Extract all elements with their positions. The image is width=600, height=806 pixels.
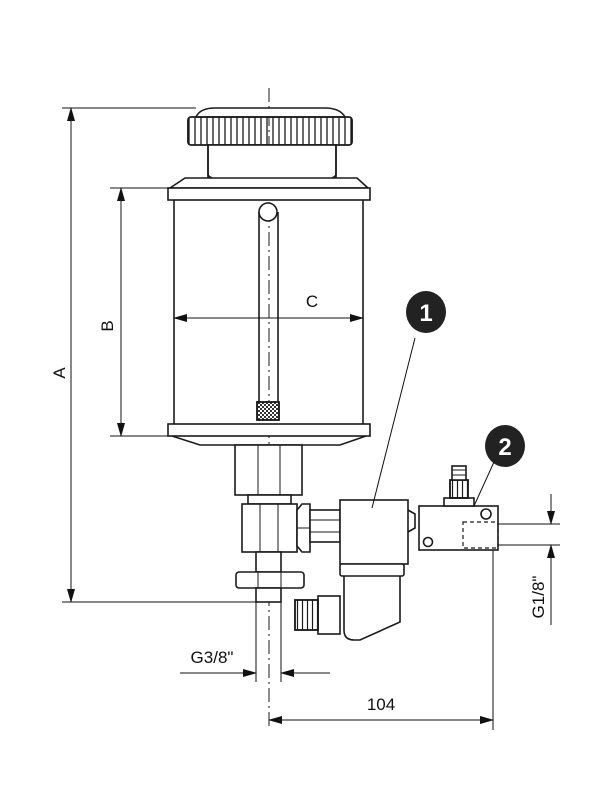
callout-2-leader bbox=[473, 461, 495, 507]
hex-fitting bbox=[309, 509, 341, 543]
callout-1: 1 bbox=[406, 291, 446, 333]
outlet-thread-label: G1/8" bbox=[529, 576, 548, 619]
callout-1-number: 1 bbox=[419, 300, 432, 327]
callout-2-number: 2 bbox=[498, 434, 511, 461]
outlet-assembly bbox=[234, 444, 311, 603]
dimension-a-label: A bbox=[50, 367, 69, 379]
sight-glass bbox=[256, 202, 280, 421]
callout-1-leader bbox=[371, 337, 416, 509]
width-label: 104 bbox=[367, 695, 395, 714]
knurled-cap bbox=[187, 107, 353, 181]
dimension-c-label: C bbox=[306, 292, 318, 311]
pressure-switch bbox=[418, 465, 499, 551]
solenoid-valve bbox=[294, 499, 416, 641]
dimension-b-label: B bbox=[98, 320, 117, 331]
inlet-thread-label: G3/8" bbox=[191, 648, 234, 667]
callout-2: 2 bbox=[485, 425, 525, 467]
